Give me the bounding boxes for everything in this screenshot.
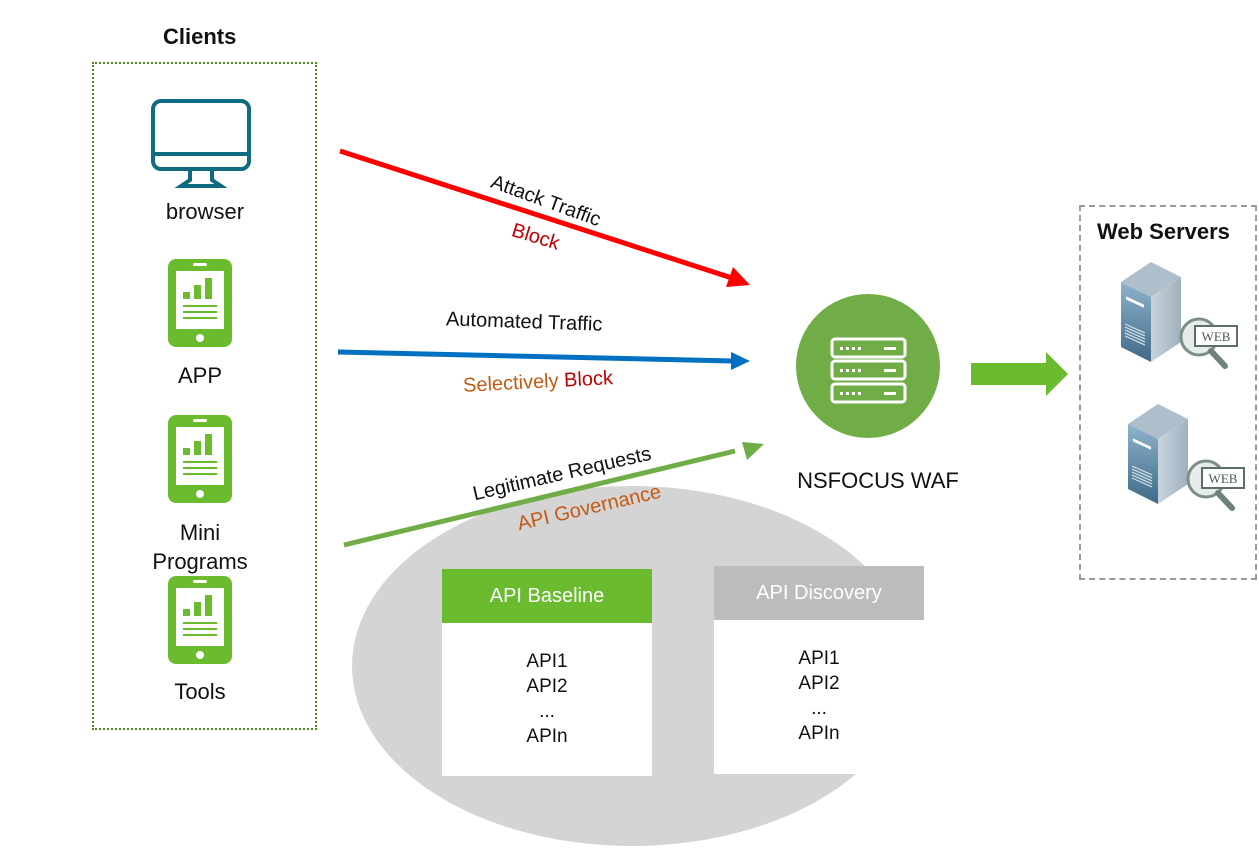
api-discovery-list: API1 API2 ... APIn: [714, 620, 924, 746]
api-item: APIn: [798, 723, 840, 744]
clients-group: [92, 62, 317, 730]
automated-action-label: Selectively Block: [463, 367, 614, 398]
client-label-browser: browser: [165, 199, 245, 224]
attack-arrowhead: [726, 267, 750, 287]
api-baseline-list: API1 API2 ... APIn: [442, 623, 652, 749]
web-servers-group: [1079, 205, 1257, 580]
attack-traffic-label: Attack Traffic: [487, 170, 604, 232]
api-baseline-header: API Baseline: [442, 569, 652, 623]
waf-to-servers-arrow: [971, 352, 1068, 396]
automated-traffic-label: Automated Traffic: [445, 308, 603, 336]
api-item: API2: [798, 673, 840, 694]
selectively-text: Selectively: [462, 369, 560, 397]
clients-title: Clients: [163, 24, 237, 49]
api-discovery-header: API Discovery: [714, 566, 924, 620]
client-label-app: APP: [177, 363, 223, 388]
client-label-tools: Tools: [174, 679, 226, 704]
waf-label: NSFOCUS WAF: [797, 468, 959, 493]
api-discovery-card: API Discovery API1 API2 ... APIn: [714, 566, 924, 774]
api-item: ...: [539, 701, 555, 722]
automated-traffic-arrow: [337, 349, 733, 364]
api-item: ...: [811, 698, 827, 719]
attack-traffic-arrow: [339, 148, 733, 281]
block-text: Block: [563, 367, 614, 392]
legitimate-arrowhead: [742, 442, 764, 460]
api-baseline-card: API Baseline API1 API2 ... APIn: [442, 569, 652, 776]
api-item: API1: [798, 648, 840, 669]
api-item: API1: [526, 651, 568, 672]
client-label-mini-programs: Mini Programs: [152, 520, 248, 574]
attack-action-label: Block: [508, 219, 563, 255]
api-item: API2: [526, 676, 568, 697]
web-servers-title: Web Servers: [1097, 219, 1230, 244]
automated-arrowhead: [731, 352, 750, 370]
api-item: APIn: [526, 726, 568, 747]
